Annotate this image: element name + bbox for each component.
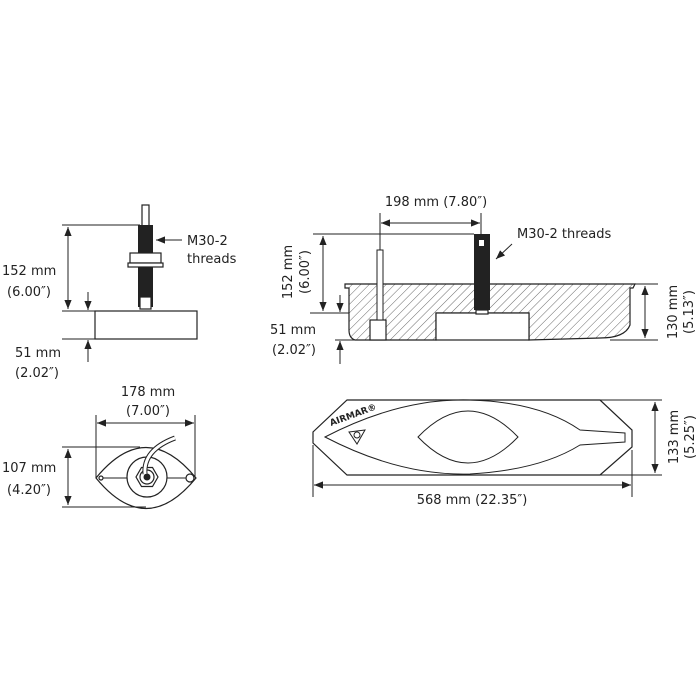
cable-rod [141, 204, 150, 228]
svg-text:107 mm: 107 mm [2, 461, 56, 476]
small-top-view: 178 mm (7.00″) 107 mm (4.20″) [2, 385, 197, 510]
svg-text:133 mm: 133 mm [667, 410, 682, 464]
transducer-window [417, 410, 519, 464]
svg-text:(4.20″): (4.20″) [7, 483, 51, 498]
airmar-logo-icon [348, 429, 366, 445]
hex-nut [129, 252, 162, 264]
height-label: 152 mm [2, 264, 56, 279]
svg-text:(5.25″): (5.25″) [683, 415, 698, 459]
svg-text:152 mm: 152 mm [281, 245, 296, 299]
svg-text:(6.00″): (6.00″) [298, 250, 313, 294]
svg-text:(2.02″): (2.02″) [272, 343, 316, 358]
transducer-body [435, 312, 530, 341]
svg-text:178 mm: 178 mm [121, 385, 175, 400]
svg-text:M30-2 threads: M30-2 threads [517, 227, 611, 242]
depth-label: 51 mm [15, 346, 61, 361]
svg-text:130 mm: 130 mm [666, 285, 681, 339]
svg-text:(2.02″): (2.02″) [15, 366, 59, 381]
small-side-view: M30-2 threads 152 mm (6.00″) 51 mm (2.02… [2, 204, 237, 381]
svg-text:threads: threads [187, 252, 237, 267]
cable [143, 436, 176, 475]
svg-text:568 mm (22.35″): 568 mm (22.35″) [417, 493, 528, 508]
svg-text:198 mm (7.80″): 198 mm (7.80″) [385, 195, 487, 210]
svg-text:(6.00″): (6.00″) [7, 285, 51, 300]
bolt [376, 249, 384, 321]
transducer-body [94, 310, 198, 340]
svg-text:(7.00″): (7.00″) [126, 404, 170, 419]
large-top-view: AIRMAR® 133 mm (5.25″) 568 mm (22.35″) [312, 399, 698, 508]
svg-text:51 mm: 51 mm [270, 323, 316, 338]
threaded-stem [474, 234, 490, 310]
thread-label: M30-2 [187, 234, 228, 249]
svg-text:(5.13″): (5.13″) [682, 290, 697, 334]
washer [127, 262, 164, 268]
large-side-view: 198 mm (7.80″) 152 mm (6.00″) 51 mm (2.0… [270, 195, 697, 364]
